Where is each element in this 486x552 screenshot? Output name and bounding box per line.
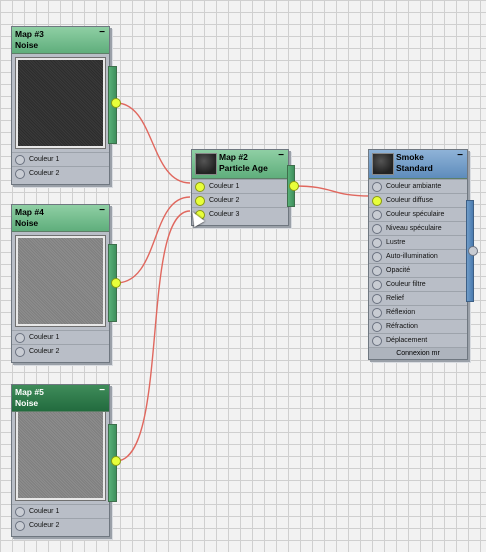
slot-couleur-2[interactable]: Couleur 2	[12, 344, 109, 358]
slot-couleur-1[interactable]: Couleur 1	[12, 152, 109, 166]
node-title: Map #3	[15, 29, 44, 39]
socket-icon[interactable]	[195, 196, 205, 206]
map-thumbnail	[195, 153, 217, 175]
output-socket-icon[interactable]	[289, 181, 299, 191]
socket-icon[interactable]	[15, 347, 25, 357]
wire-map5-to-map2[interactable]	[115, 210, 191, 462]
node-map2[interactable]: Map #2 Particle Age − Couleur 1 Couleur …	[191, 149, 289, 226]
node-map4[interactable]: Map #4 Noise − Couleur 1 Couleur 2	[11, 204, 110, 363]
socket-icon[interactable]	[372, 322, 382, 332]
map-preview	[15, 235, 106, 327]
connexion-mr-bar[interactable]: Connexion mr	[369, 347, 467, 359]
wire-map2-to-smoke[interactable]	[293, 185, 371, 197]
slot-refraction[interactable]: Réfraction	[369, 319, 467, 333]
socket-icon[interactable]	[15, 155, 25, 165]
socket-icon[interactable]	[372, 266, 382, 276]
socket-icon[interactable]	[372, 238, 382, 248]
slot-couleur-1[interactable]: Couleur 1	[192, 179, 288, 193]
slot-couleur-speculaire[interactable]: Couleur spéculaire	[369, 207, 467, 221]
slot-auto-illumination[interactable]: Auto-illumination	[369, 249, 467, 263]
socket-icon[interactable]	[195, 210, 205, 220]
socket-icon[interactable]	[372, 252, 382, 262]
socket-icon[interactable]	[372, 294, 382, 304]
node-header[interactable]: Map #2 Particle Age −	[192, 150, 288, 179]
socket-icon[interactable]	[372, 196, 382, 206]
minus-icon[interactable]: −	[99, 205, 105, 216]
socket-icon[interactable]	[372, 224, 382, 234]
node-title: Map #5	[15, 387, 44, 397]
node-header[interactable]: Map #5 Noise −	[12, 385, 109, 412]
node-type: Noise	[15, 40, 39, 50]
node-header[interactable]: Map #3 Noise −	[12, 27, 109, 54]
slot-relief[interactable]: Relief	[369, 291, 467, 305]
slot-couleur-2[interactable]: Couleur 2	[192, 193, 288, 207]
node-header[interactable]: Map #4 Noise −	[12, 205, 109, 232]
socket-icon[interactable]	[372, 182, 382, 192]
socket-icon[interactable]	[15, 169, 25, 179]
slot-niveau-speculaire[interactable]: Niveau spéculaire	[369, 221, 467, 235]
node-title: Map #4	[15, 207, 44, 217]
output-socket-icon[interactable]	[111, 456, 121, 466]
node-map5[interactable]: Map #5 Noise − Couleur 1 Couleur 2	[11, 384, 110, 537]
socket-icon[interactable]	[372, 336, 382, 346]
slot-couleur-ambiante[interactable]: Couleur ambiante	[369, 179, 467, 193]
wire-map3-to-map2[interactable]	[115, 102, 191, 184]
node-type: Particle Age	[219, 163, 268, 173]
socket-icon[interactable]	[195, 182, 205, 192]
socket-icon[interactable]	[372, 210, 382, 220]
socket-icon[interactable]	[15, 521, 25, 531]
slot-reflexion[interactable]: Réflexion	[369, 305, 467, 319]
slot-lustre[interactable]: Lustre	[369, 235, 467, 249]
material-thumbnail	[372, 153, 394, 175]
node-title: Map #2	[219, 152, 248, 162]
node-type: Noise	[15, 218, 39, 228]
minus-icon[interactable]: −	[99, 27, 105, 38]
node-header[interactable]: Smoke Standard −	[369, 150, 467, 179]
socket-icon[interactable]	[372, 280, 382, 290]
wire-map4-to-map2[interactable]	[115, 196, 191, 284]
socket-icon[interactable]	[372, 308, 382, 318]
slot-couleur-1[interactable]: Couleur 1	[12, 504, 109, 518]
output-socket-icon[interactable]	[111, 278, 121, 288]
slot-couleur-2[interactable]: Couleur 2	[12, 518, 109, 532]
slot-couleur-3[interactable]: Couleur 3	[192, 207, 288, 221]
node-type: Noise	[15, 398, 39, 408]
slot-couleur-1[interactable]: Couleur 1	[12, 330, 109, 344]
output-socket-icon[interactable]	[111, 98, 121, 108]
node-map3[interactable]: Map #3 Noise − Couleur 1 Couleur 2	[11, 26, 110, 185]
slot-couleur-2[interactable]: Couleur 2	[12, 166, 109, 180]
node-type: Standard	[396, 163, 433, 173]
node-title: Smoke	[396, 152, 424, 162]
slot-couleur-filtre[interactable]: Couleur filtre	[369, 277, 467, 291]
output-socket-icon[interactable]	[468, 246, 478, 256]
slot-opacite[interactable]: Opacité	[369, 263, 467, 277]
slot-couleur-diffuse[interactable]: Couleur diffuse	[369, 193, 467, 207]
minus-icon[interactable]: −	[457, 150, 463, 161]
socket-icon[interactable]	[15, 333, 25, 343]
minus-icon[interactable]: −	[278, 150, 284, 161]
node-smoke[interactable]: Smoke Standard − Couleur ambiante Couleu…	[368, 149, 468, 360]
slot-deplacement[interactable]: Déplacement	[369, 333, 467, 347]
map-preview	[15, 57, 106, 149]
map-preview	[15, 411, 106, 501]
socket-icon[interactable]	[15, 507, 25, 517]
minus-icon[interactable]: −	[99, 385, 105, 396]
